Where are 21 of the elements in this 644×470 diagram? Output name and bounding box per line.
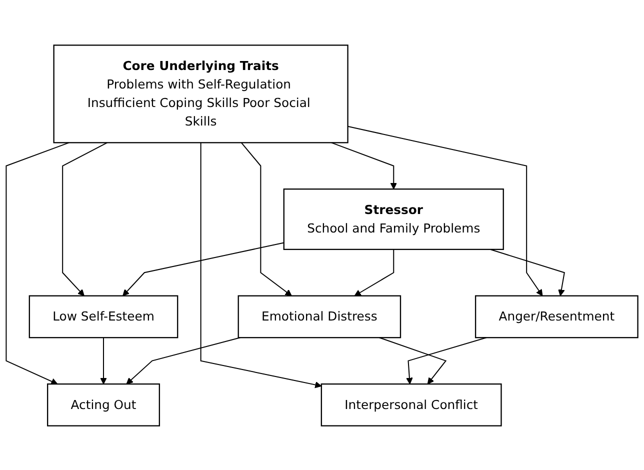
arrow: [200, 142, 322, 388]
node-box: [283, 188, 504, 250]
node-box: [320, 382, 502, 426]
node-box: [474, 294, 638, 338]
arrow: [331, 142, 398, 189]
arrow: [490, 248, 565, 296]
arrow: [100, 337, 107, 384]
arrow: [406, 336, 487, 384]
arrow: [354, 248, 394, 296]
flowchart-drawing: Core Underlying Traits Problems with Self-Regulation Insufficient Coping Skills Poor Social Skills Stressor School and Family Problems Low Self-Esteem Emotional Distress Anger/Resentment Acting Out Interpersonal Conflict: [0, 38, 644, 432]
node-box: [53, 44, 348, 143]
arrow: [6, 142, 70, 384]
arrow: [62, 142, 108, 296]
node-box: [47, 382, 160, 426]
node-box: [238, 294, 402, 338]
arrow: [122, 242, 284, 296]
arrow: [379, 336, 447, 384]
node-box: [28, 294, 178, 338]
arrow: [126, 336, 240, 384]
arrow: [240, 142, 292, 296]
arrow: [348, 125, 543, 296]
